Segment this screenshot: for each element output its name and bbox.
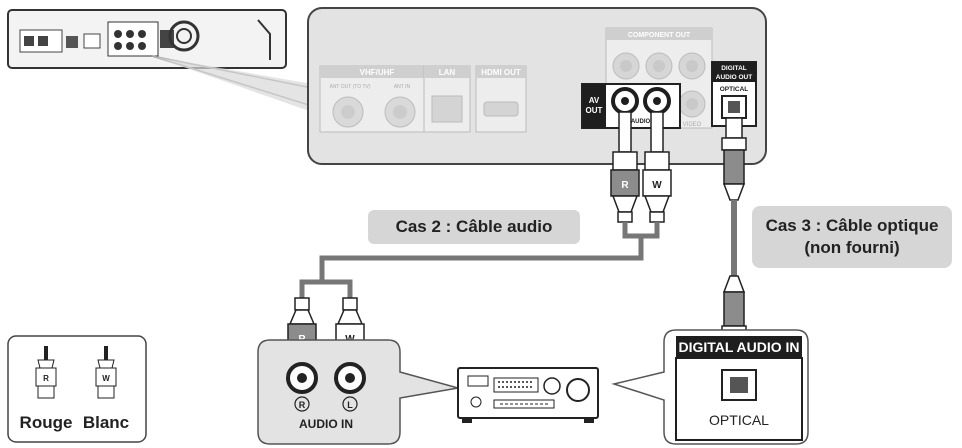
case3-text-line2: (non fourni) (804, 238, 900, 257)
audio-cable: R W R W (287, 111, 672, 365)
legend-white-plug-letter: W (102, 374, 110, 383)
av-receiver (457, 367, 599, 423)
optical-cable (721, 117, 747, 351)
digital-audio-out-label-1: DIGITAL (721, 65, 747, 72)
ant-in-label: ANT IN (394, 84, 411, 90)
case3-text-line1: Cas 3 : Câble optique (765, 215, 939, 235)
optical-in-label: OPTICAL (709, 412, 769, 428)
ant-out-label: ANT OUT (TO TV) (329, 84, 370, 90)
receiver-digital-in-panel: DIGITAL AUDIO IN OPTICAL (611, 329, 809, 445)
hdmi-out-label: HDMI OUT (481, 68, 521, 77)
av-out-label-1: AV (589, 96, 600, 105)
case3-callout: Cas 3 : Câble optique (non fourni) (752, 206, 952, 268)
vhf-uhf-label: VHF/UHF (360, 68, 395, 77)
audio-in-label: AUDIO IN (299, 417, 353, 431)
red-plug-label: R (621, 180, 629, 191)
case2-text: Cas 2 : Câble audio (395, 216, 553, 236)
color-legend: R W Rouge Blanc (7, 335, 147, 443)
digital-audio-in-header: DIGITAL AUDIO IN (678, 339, 799, 355)
player-rear-panel: VHF/UHF ANT OUT (TO TV) ANT IN LAN HDMI … (307, 7, 767, 165)
l-mark: L (347, 400, 353, 410)
optical-out-label: OPTICAL (720, 86, 749, 93)
r-mark: R (299, 400, 306, 410)
lan-label: LAN (439, 68, 456, 77)
player-thumbnail (7, 9, 287, 69)
digital-audio-out-label-2: AUDIO OUT (716, 74, 753, 81)
video-label: VIDEO (683, 122, 702, 128)
audio-lr-label: L – AUDIO – R (621, 119, 662, 125)
receiver-audio-in-panel: R L AUDIO IN (257, 339, 459, 445)
component-out-label: COMPONENT OUT (628, 32, 691, 39)
case2-callout: Cas 2 : Câble audio (368, 210, 580, 244)
legend-red-label: Rouge (20, 413, 73, 432)
white-plug-label: W (652, 180, 662, 191)
av-out-label-2: OUT (586, 106, 603, 115)
legend-white-label: Blanc (83, 413, 129, 432)
legend-red-plug-letter: R (43, 374, 49, 383)
